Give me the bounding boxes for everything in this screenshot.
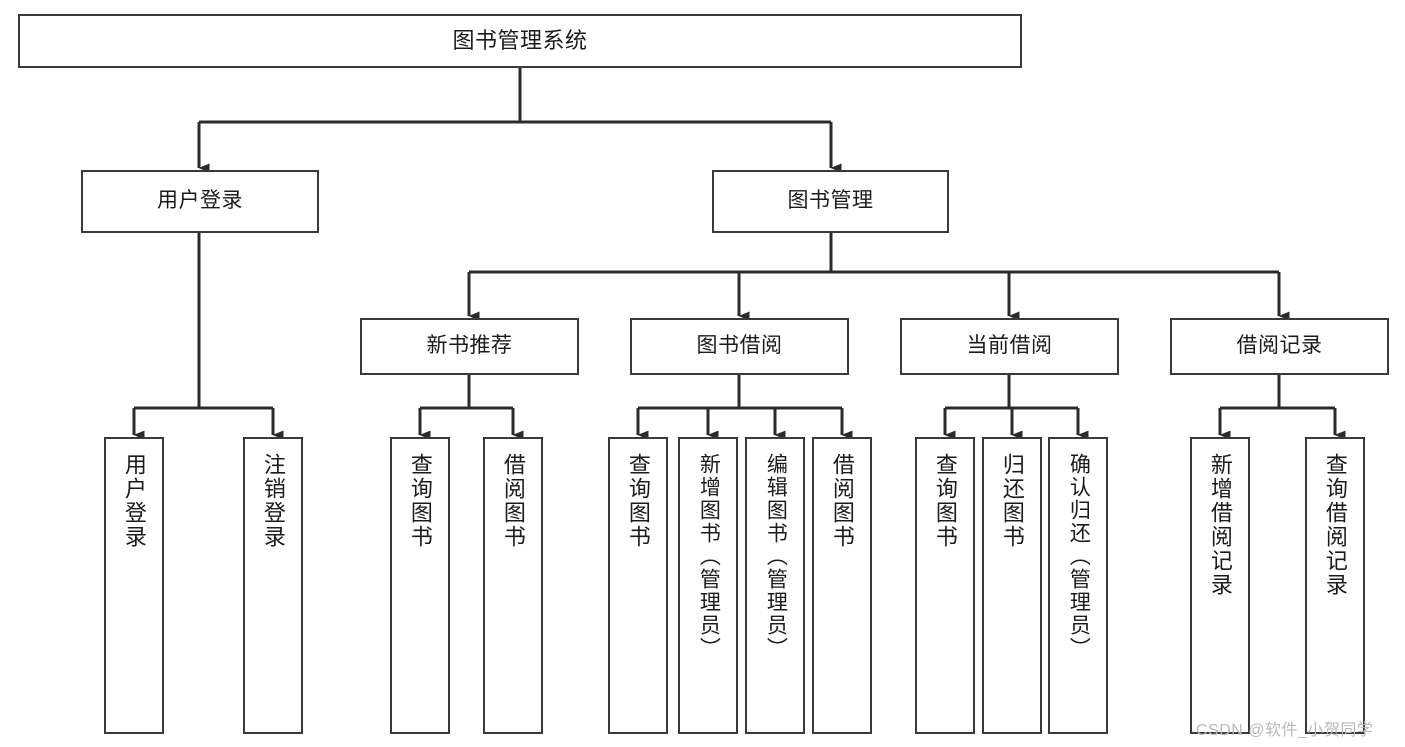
node-leaf-edit-book[interactable]: 编辑图书（管理员） [745, 437, 805, 734]
node-leaf-borrow-book-1[interactable]: 借阅图书 [483, 437, 543, 734]
node-book-borrow-label: 图书借阅 [696, 334, 783, 358]
node-user-login[interactable]: 用户登录 [81, 170, 319, 233]
node-current-borrow-label: 当前借阅 [966, 334, 1053, 358]
node-leaf-return-book[interactable]: 归还图书 [982, 437, 1042, 734]
node-leaf-borrow-book-1-label: 借阅图书 [500, 453, 526, 549]
node-new-book-recommend[interactable]: 新书推荐 [360, 318, 579, 375]
node-leaf-user-login[interactable]: 用户登录 [104, 437, 164, 734]
node-leaf-borrow-book-2[interactable]: 借阅图书 [812, 437, 872, 734]
node-book-borrow[interactable]: 图书借阅 [630, 318, 849, 375]
watermark-text: CSDN @软件_小贺同学 [1196, 722, 1374, 739]
node-leaf-query-book-1[interactable]: 查询图书 [390, 437, 450, 734]
node-leaf-query-record-label: 查询借阅记录 [1322, 453, 1348, 597]
node-leaf-query-book-3[interactable]: 查询图书 [915, 437, 975, 734]
node-leaf-query-book-1-label: 查询图书 [407, 453, 433, 549]
node-leaf-edit-book-label: 编辑图书（管理员） [764, 453, 788, 660]
node-leaf-logout-login[interactable]: 注销登录 [243, 437, 303, 734]
node-borrow-record[interactable]: 借阅记录 [1170, 318, 1389, 375]
node-book-manage-label: 图书管理 [787, 189, 874, 213]
node-leaf-query-book-3-label: 查询图书 [932, 453, 958, 549]
node-user-login-label: 用户登录 [157, 189, 243, 213]
node-new-book-recommend-label: 新书推荐 [426, 334, 513, 358]
node-root[interactable]: 图书管理系统 [18, 14, 1022, 68]
node-borrow-record-label: 借阅记录 [1236, 334, 1323, 358]
node-leaf-add-record[interactable]: 新增借阅记录 [1190, 437, 1250, 734]
node-book-manage[interactable]: 图书管理 [712, 170, 949, 233]
node-leaf-add-book-label: 新增图书（管理员） [697, 453, 721, 660]
node-current-borrow[interactable]: 当前借阅 [900, 318, 1119, 375]
node-leaf-confirm-return[interactable]: 确认归还（管理员） [1048, 437, 1108, 734]
node-leaf-add-book[interactable]: 新增图书（管理员） [678, 437, 738, 734]
node-leaf-confirm-return-label: 确认归还（管理员） [1067, 453, 1091, 660]
node-leaf-user-login-label: 用户登录 [121, 453, 147, 549]
node-leaf-query-book-2[interactable]: 查询图书 [608, 437, 668, 734]
node-leaf-logout-login-label: 注销登录 [260, 453, 286, 549]
node-leaf-return-book-label: 归还图书 [999, 453, 1025, 549]
node-root-label: 图书管理系统 [452, 28, 588, 54]
node-leaf-query-record[interactable]: 查询借阅记录 [1305, 437, 1365, 734]
node-leaf-add-record-label: 新增借阅记录 [1207, 453, 1233, 597]
node-leaf-borrow-book-2-label: 借阅图书 [829, 453, 855, 549]
node-leaf-query-book-2-label: 查询图书 [625, 453, 651, 549]
